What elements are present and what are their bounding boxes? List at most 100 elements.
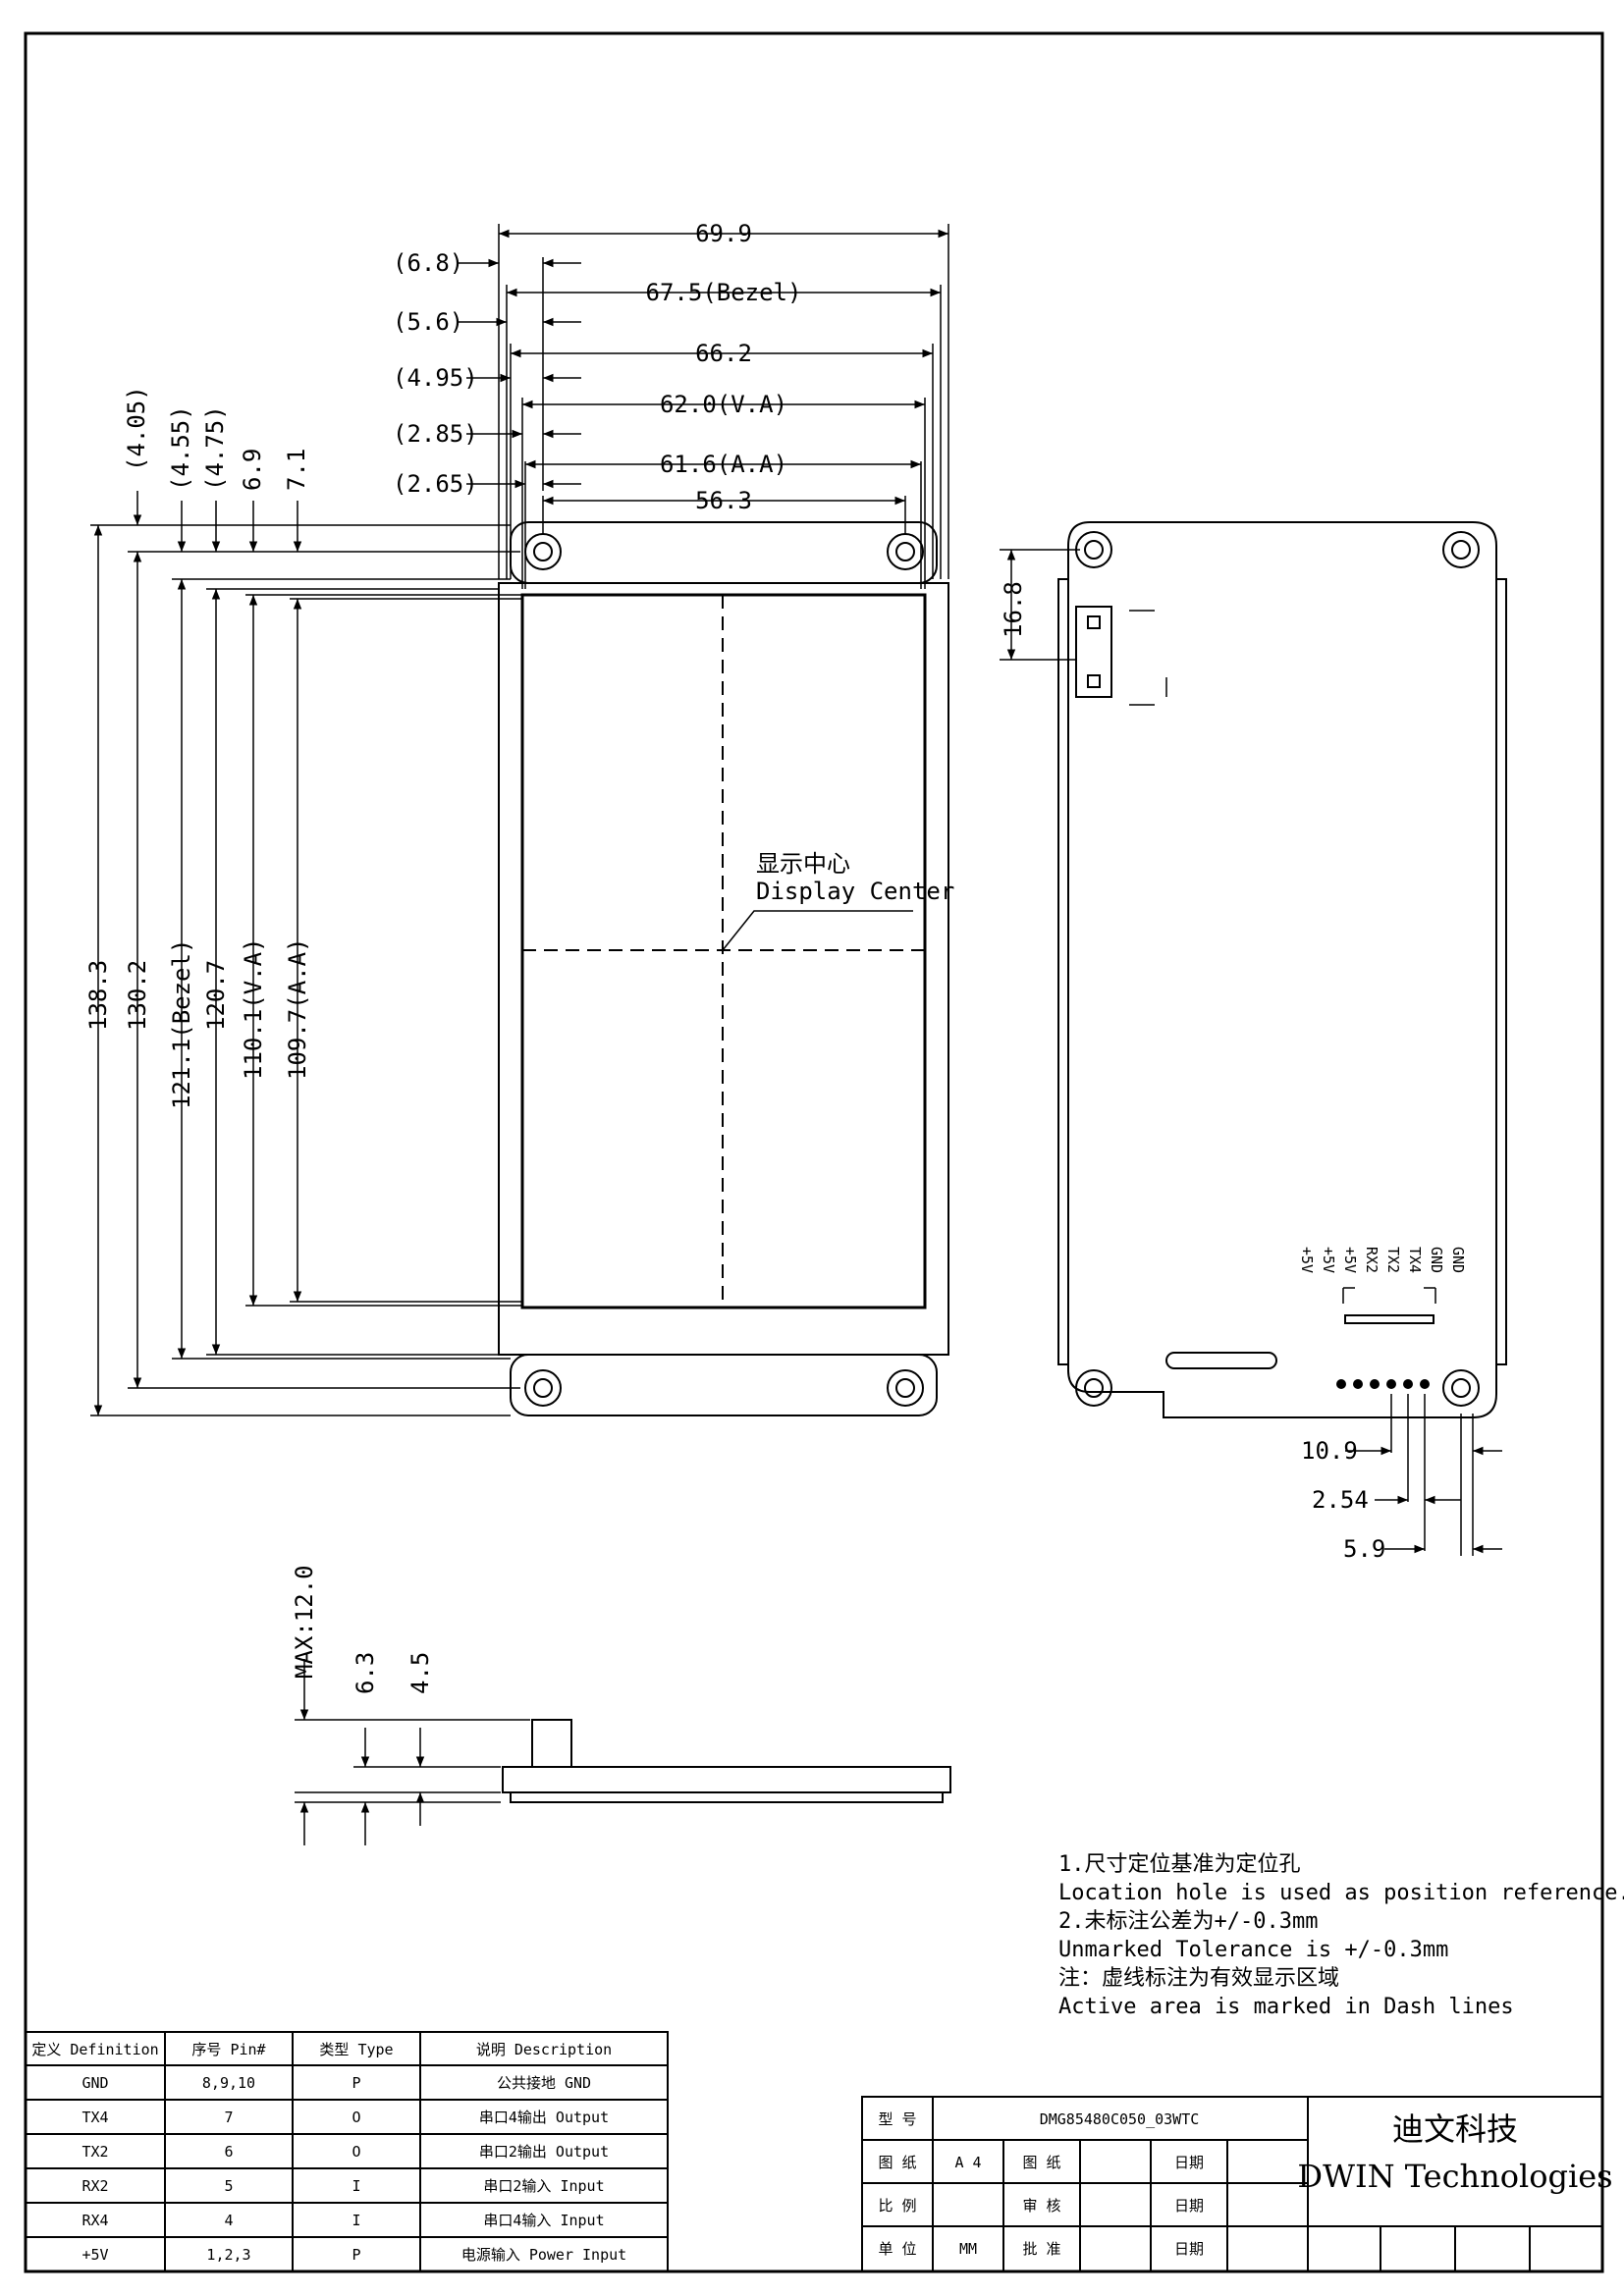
pin-row-5-type: I — [352, 2212, 360, 2229]
back-dimension-lines — [1000, 549, 1502, 1556]
height-dimension-lines — [90, 491, 522, 1416]
back-pin-label-3: TX4 — [1406, 1247, 1424, 1273]
pin-row-1-type: P — [352, 2074, 360, 2092]
note-line-3: 2.未标注公差为+/-0.3mm — [1058, 1909, 1318, 1934]
notes: 1.尺寸定位基准为定位孔 Location hole is used as po… — [1058, 1852, 1624, 2019]
pin-table: 定义 Definition 序号 Pin# 类型 Type 说明 Descrip… — [25, 2031, 669, 2272]
back-view — [1057, 521, 1507, 1418]
pin-row-2-def: TX4 — [81, 2109, 108, 2126]
pin-row-3-desc: 串口2输出 Output — [479, 2143, 609, 2161]
title-scale-label: 比 例 — [878, 2197, 916, 2215]
pin-row-6-desc: 电源输入 Power Input — [461, 2246, 626, 2264]
back-pin-labels: GND GND TX4 TX2 RX2 +5V +5V +5V — [1298, 1247, 1467, 1273]
dim-top-7-1: 7.1 — [283, 449, 310, 491]
pin-row-2-pin: 7 — [224, 2109, 233, 2126]
back-pin-label-1: GND — [1449, 1247, 1467, 1273]
pin-row-4-desc: 串口2输入 Input — [483, 2177, 604, 2195]
pin-row-1-pin: 8,9,10 — [202, 2074, 255, 2092]
pin-table-header-definition: 定义 Definition — [31, 2041, 158, 2058]
title-approve-label: 批 准 — [1022, 2240, 1060, 2258]
pin-row-4-def: RX2 — [81, 2177, 108, 2195]
back-pin-label-8: +5V — [1298, 1247, 1316, 1273]
dim-66-2: 66.2 — [695, 340, 752, 367]
title-block: 型 号 DMG85480C050_03WTC 图 纸 A 4 图 纸 日期 比 … — [861, 2096, 1613, 2272]
company-name-cn: 迪文科技 — [1392, 2110, 1518, 2148]
back-pin-label-5: RX2 — [1363, 1247, 1380, 1273]
note-line-4: Unmarked Tolerance is +/-0.3mm — [1058, 1938, 1448, 1962]
note-line-6: Active area is marked in Dash lines — [1058, 1995, 1514, 2019]
pin-table-header-description: 说明 Description — [476, 2041, 612, 2058]
pin-row-4-type: I — [352, 2177, 360, 2195]
pin-row-5-pin: 4 — [224, 2212, 233, 2229]
top-connector — [1075, 606, 1112, 698]
title-date-label-2: 日期 — [1174, 2197, 1204, 2215]
dim-67-5-bezel: 67.5(Bezel) — [646, 279, 802, 306]
pin-row-3-type: O — [352, 2143, 360, 2161]
dim-62-0-va: 62.0(V.A) — [660, 391, 787, 418]
dim-138-3: 138.3 — [84, 960, 112, 1031]
dim-top-6-9: 6.9 — [239, 449, 266, 491]
pin-row-5-desc: 串口4输入 Input — [483, 2212, 604, 2229]
title-date-label-3: 日期 — [1174, 2240, 1204, 2258]
title-unit-value: MM — [959, 2240, 977, 2258]
mount-hole-br — [887, 1369, 924, 1407]
back-pin-label-4: TX2 — [1384, 1247, 1402, 1273]
bezel-outline — [498, 582, 949, 1356]
back-pin-label-2: GND — [1428, 1247, 1445, 1273]
width-dimension-lines — [457, 224, 949, 589]
dim-5-9: 5.9 — [1343, 1535, 1385, 1563]
title-model-value: DMG85480C050_03WTC — [1040, 2110, 1200, 2128]
front-view — [498, 521, 949, 1416]
title-unit-label: 单 位 — [878, 2240, 916, 2258]
display-center-en: Display Center — [756, 878, 954, 905]
mount-hole-tl — [524, 533, 562, 570]
pin-row-2-desc: 串口4输出 Output — [479, 2109, 609, 2126]
title-model-label: 型 号 — [878, 2110, 916, 2128]
dim-offset-6-8: (6.8) — [393, 249, 463, 277]
bottom-ear — [510, 1354, 938, 1416]
dim-6-3: 6.3 — [352, 1652, 379, 1694]
top-ear — [510, 521, 938, 584]
sheet-border — [24, 31, 1604, 2273]
dim-4-5: 4.5 — [406, 1652, 434, 1694]
dim-max-12-0: MAX:12.0 — [291, 1565, 318, 1679]
display-center-cn: 显示中心 — [756, 850, 850, 878]
dim-109-7-aa: 109.7(A.A) — [284, 938, 311, 1081]
back-pin-label-6: +5V — [1341, 1247, 1359, 1273]
pin-row-6-def: +5V — [81, 2246, 108, 2264]
side-view — [295, 1659, 951, 1845]
mount-hole-bl — [524, 1369, 562, 1407]
pin-table-header-pin: 序号 Pin# — [191, 2041, 265, 2058]
dim-offset-2-65: (2.65) — [393, 470, 478, 498]
pin-table-header-type: 类型 Type — [319, 2041, 393, 2058]
header-connector — [1344, 1314, 1435, 1324]
back-side-rail-left — [1057, 578, 1069, 1365]
side-board — [502, 1766, 951, 1793]
dim-10-9: 10.9 — [1301, 1437, 1358, 1465]
back-slot — [1165, 1352, 1277, 1369]
dim-offset-5-6: (5.6) — [393, 308, 463, 336]
title-date-label-1: 日期 — [1174, 2154, 1204, 2171]
dim-2-54: 2.54 — [1312, 1486, 1369, 1514]
dim-121-1-bezel: 121.1(Bezel) — [168, 939, 195, 1109]
dim-top-4-05: (4.05) — [123, 386, 150, 471]
dim-61-6-aa: 61.6(A.A) — [660, 451, 787, 478]
note-line-5: 注：虚线标注为有效显示区域 — [1058, 1966, 1339, 1991]
pin-row-1-desc: 公共接地 GND — [497, 2074, 591, 2092]
pin-row-2-type: O — [352, 2109, 360, 2126]
pin-row-4-pin: 5 — [224, 2177, 233, 2195]
dim-110-1-va: 110.1(V.A) — [240, 938, 267, 1081]
display-center-leader — [722, 910, 913, 951]
back-board-outline — [1067, 521, 1497, 1418]
mount-hole-tr — [887, 533, 924, 570]
dim-130-2: 130.2 — [124, 960, 151, 1031]
back-pin-label-7: +5V — [1320, 1247, 1337, 1273]
pin-row-1-def: GND — [81, 2074, 108, 2092]
back-mount-hole-br — [1442, 1369, 1480, 1407]
pin-row-3-def: TX2 — [81, 2143, 108, 2161]
company-name-en: DWIN Technologies — [1297, 2158, 1612, 2195]
pin-row-6-pin: 1,2,3 — [206, 2246, 250, 2264]
note-line-2: Location hole is used as position refere… — [1058, 1881, 1624, 1905]
back-side-rail-right — [1495, 578, 1507, 1365]
side-glass — [510, 1791, 944, 1803]
